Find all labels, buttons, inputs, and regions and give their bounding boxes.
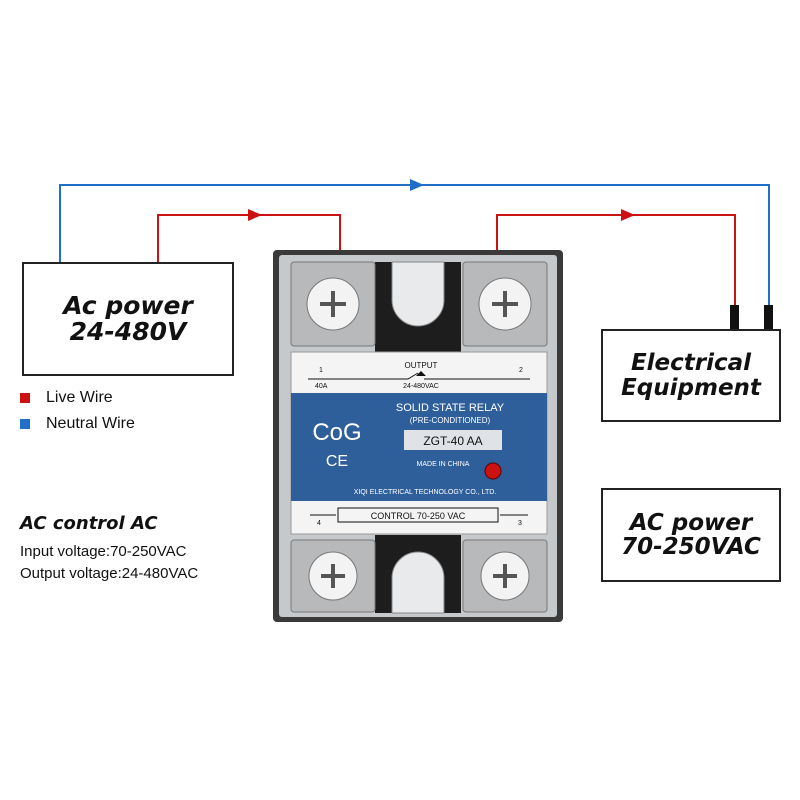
neutral-wire-swatch <box>20 419 30 429</box>
relay-type: SOLID STATE RELAY <box>396 402 505 414</box>
control-power-box: AC power 70-250VAC <box>601 488 781 582</box>
spec-title: AC control AC <box>20 513 158 534</box>
model-plate <box>404 430 502 450</box>
terminal-3-number: 3 <box>518 520 522 527</box>
live-wire-right <box>496 214 736 308</box>
equipment-line1: Electrical <box>630 350 752 377</box>
terminal-2-number: 2 <box>519 367 523 374</box>
current-rating: 40A <box>315 383 328 390</box>
terminal-4 <box>290 539 376 613</box>
legend-neutral-label: Neutral Wire <box>46 415 135 432</box>
terminal-2 <box>462 261 548 347</box>
ac-power-source-box: Ac power 24-480V <box>22 262 234 376</box>
terminal-1 <box>290 261 376 347</box>
neutral-wire-arrow <box>410 179 424 191</box>
output-voltage: 24-480VAC <box>403 383 439 390</box>
live-wire-swatch <box>20 393 30 403</box>
legend-live-wire: Live Wire <box>20 389 113 407</box>
control-power-line1: AC power <box>629 509 753 536</box>
manufacturer-label: XIQI ELECTRICAL TECHNOLOGY CO., LTD. <box>354 489 497 496</box>
legend-live-label: Live Wire <box>46 389 113 406</box>
legend-neutral-wire: Neutral Wire <box>20 415 135 433</box>
model-number: ZGT-40 AA <box>423 434 482 448</box>
ac-power-source-line2: 24-480V <box>69 317 187 346</box>
electrical-equipment-box: Electrical Equipment <box>601 329 781 422</box>
equipment-plug-pin-live <box>730 305 739 331</box>
live-wire-left-arrow <box>248 209 262 221</box>
mounting-slot-top <box>391 261 445 327</box>
relay-subtype: (PRE-CONDITIONED) <box>410 416 491 425</box>
brand-logo: CoG <box>312 419 361 446</box>
output-label: OUTPUT <box>405 361 438 370</box>
solid-state-relay: OUTPUT 1 2 40A 24-480VAC SOLID STATE REL… <box>273 250 563 622</box>
ce-mark: CE <box>326 453 348 470</box>
mounting-slot-bottom <box>391 551 445 614</box>
terminal-3 <box>462 539 548 613</box>
output-switch-symbol <box>308 372 530 380</box>
control-label-box <box>337 507 499 523</box>
equipment-line2: Equipment <box>621 374 761 401</box>
control-power-line2: 70-250VAC <box>621 534 761 560</box>
made-in-label: MADE IN CHINA <box>417 461 470 468</box>
spec-output-voltage: Output voltage:24-480VAC <box>20 565 199 582</box>
terminal-4-number: 4 <box>317 520 321 527</box>
ac-power-source-line1: Ac power <box>63 290 193 320</box>
control-label: CONTROL 70-250 VAC <box>371 511 466 521</box>
indicator-led <box>484 462 502 480</box>
live-wire-right-arrow <box>621 209 635 221</box>
equipment-plug-pin-neutral <box>764 305 773 331</box>
terminal-1-number: 1 <box>319 367 323 374</box>
spec-input-voltage: Input voltage:70-250VAC <box>20 543 187 560</box>
